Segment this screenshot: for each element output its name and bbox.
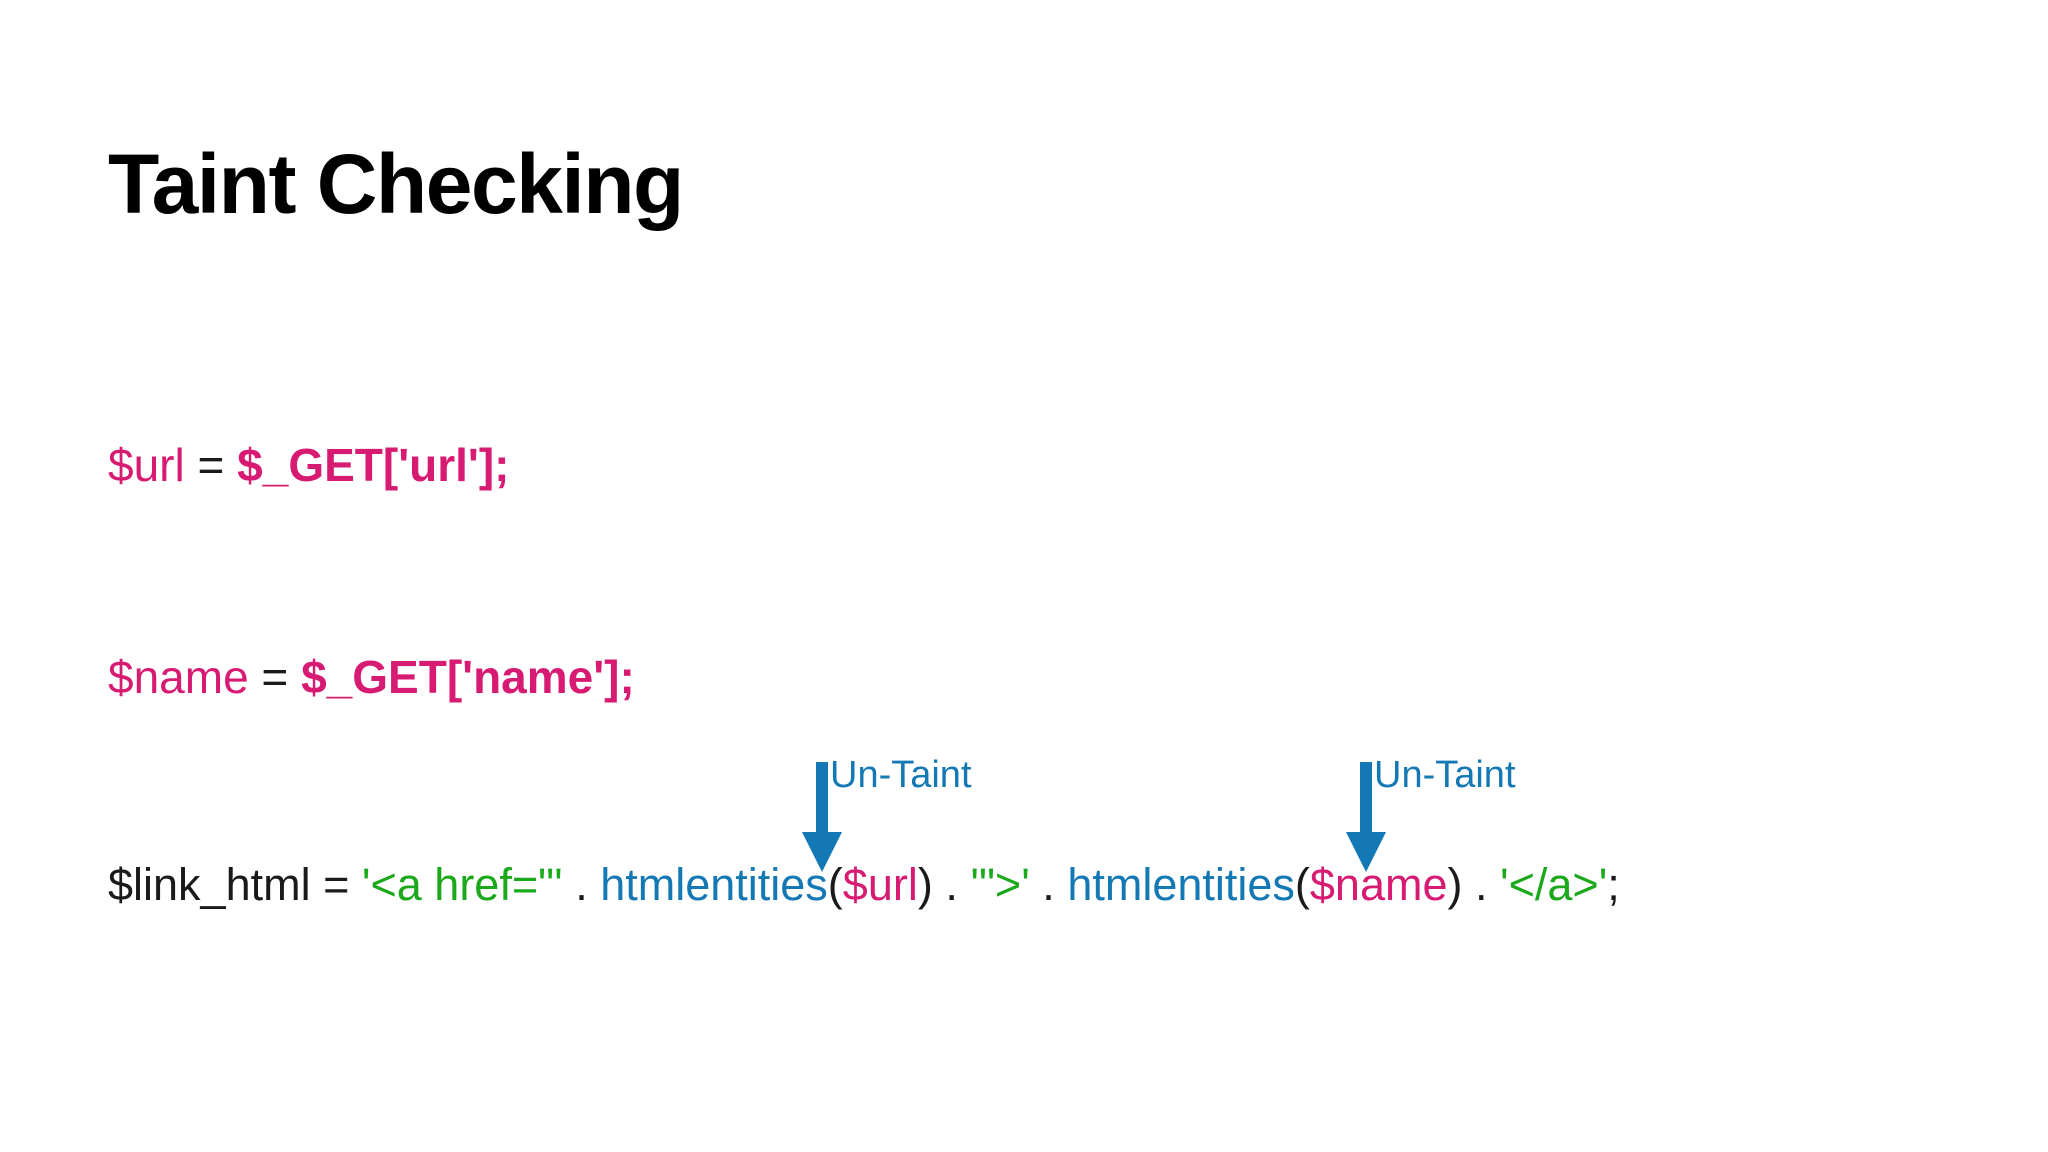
annotation-label-1: Un-Taint xyxy=(830,754,972,796)
token-assign-1: = xyxy=(184,439,238,491)
code-line-1: $url = $_GET['url']; xyxy=(108,440,510,491)
down-arrow-icon xyxy=(1346,762,1386,872)
token-concat-2: . xyxy=(932,859,971,910)
token-paren-open-1: ( xyxy=(827,859,843,910)
token-paren-open-2: ( xyxy=(1294,859,1310,910)
token-concat-3: . xyxy=(1029,859,1068,910)
token-string-attr-close: '">' xyxy=(970,859,1030,910)
token-assign-3: = xyxy=(310,859,362,910)
token-function-htmlentities-2: htmlentities xyxy=(1067,859,1295,910)
token-concat-1: . xyxy=(562,859,601,910)
token-assign-2: = xyxy=(248,651,302,703)
token-semicolon: ; xyxy=(1607,859,1620,910)
token-function-htmlentities-1: htmlentities xyxy=(600,859,828,910)
token-arg-url: $url xyxy=(842,859,918,910)
code-line-3: $link_html = '<a href="' . htmlentities(… xyxy=(108,860,1620,910)
code-line-2: $name = $_GET['name']; xyxy=(108,652,635,703)
token-string-anchor-open: '<a href="' xyxy=(361,859,563,910)
token-string-anchor-close: '</a>' xyxy=(1500,859,1608,910)
token-superglobal-get-url: $_GET['url']; xyxy=(237,439,510,491)
token-variable-name: $name xyxy=(108,651,249,703)
token-superglobal-get-name: $_GET['name']; xyxy=(301,651,635,703)
token-arg-name: $name xyxy=(1309,859,1448,910)
down-arrow-icon xyxy=(802,762,842,872)
token-variable-link-html: $link_html xyxy=(108,859,311,910)
token-concat-4: . xyxy=(1462,859,1501,910)
token-paren-close-1: ) xyxy=(917,859,933,910)
token-variable-url: $url xyxy=(108,439,185,491)
annotation-label-2: Un-Taint xyxy=(1374,754,1516,796)
token-paren-close-2: ) xyxy=(1447,859,1463,910)
page-title: Taint Checking xyxy=(108,137,684,232)
